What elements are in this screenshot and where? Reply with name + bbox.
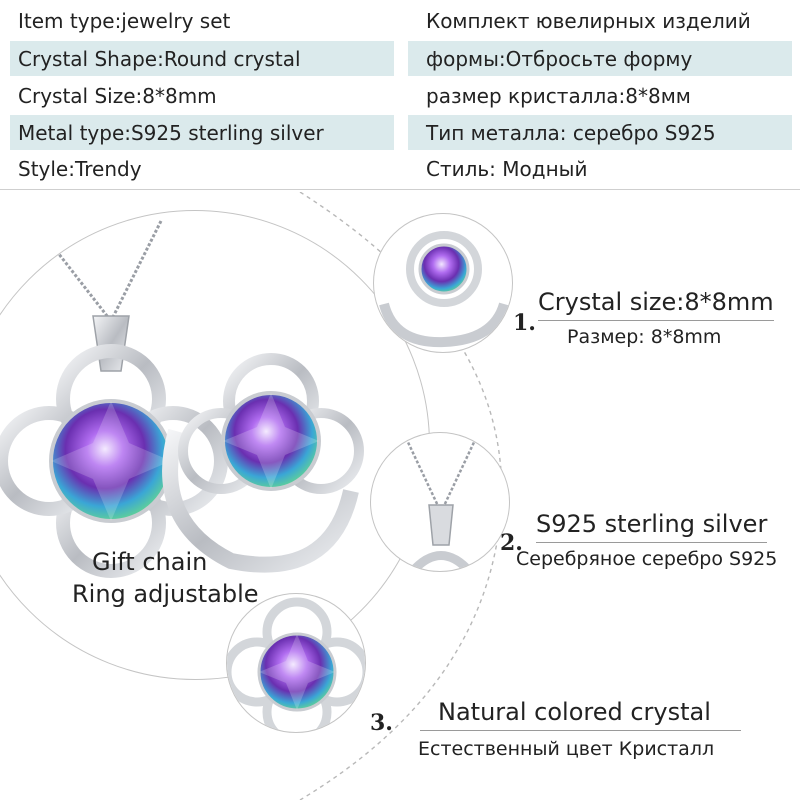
spec-item-type: Item type:jewelry set — [18, 8, 231, 33]
spec-crystal-shape: Crystal Shape:Round crystal — [10, 41, 394, 76]
feature-number-1: 1. — [513, 310, 536, 336]
product-main-circle — [0, 210, 430, 680]
spec-table-divider — [0, 189, 800, 190]
spec-style: Style:Trendy — [18, 156, 142, 181]
ring-detail-circle — [373, 213, 513, 353]
spec-crystal-size: Crystal Size:8*8mm — [18, 83, 217, 108]
spec-item-type-ru: Комплект ювелирных изделий — [426, 8, 751, 33]
spec-crystal-size-ru: размер кристалла:8*8мм — [426, 83, 691, 108]
spec-metal-type-ru: Тип металла: серебро S925 — [408, 115, 792, 150]
clover-pendant-icon — [0, 315, 228, 578]
feature-crystal-size: Crystal size:8*8mm — [538, 288, 774, 321]
clover-pendant-icon — [407, 504, 475, 571]
feature-number-2: 2. — [500, 530, 523, 556]
spec-style-ru: Стиль: Модный — [426, 156, 588, 181]
feature-natural-crystal: Natural colored crystal — [420, 698, 741, 731]
feature-sterling-silver-ru: Серебряное серебро S925 — [516, 548, 778, 570]
ring-icon — [379, 231, 509, 348]
necklace-chain-icon — [39, 220, 163, 322]
caption-ring-adjustable: Ring adjustable — [72, 580, 259, 608]
feature-crystal-size-ru: Размер: 8*8mm — [567, 326, 722, 348]
pendant-detail-circle — [370, 432, 510, 572]
necklace-chain-icon — [404, 437, 478, 509]
feature-sterling-silver: S925 sterling silver — [536, 510, 768, 543]
caption-gift-chain: Gift chain — [92, 548, 208, 576]
ring-icon — [162, 353, 364, 573]
feature-number-3: 3. — [370, 710, 393, 736]
spec-metal-type: Metal type:S925 sterling silver — [10, 115, 394, 150]
feature-natural-crystal-ru: Естественный цвет Кристалл — [418, 738, 715, 760]
spec-crystal-shape-ru: формы:Отбросьте форму — [408, 41, 792, 76]
crystal-gem-icon — [227, 597, 365, 732]
crystal-detail-circle — [226, 593, 366, 733]
